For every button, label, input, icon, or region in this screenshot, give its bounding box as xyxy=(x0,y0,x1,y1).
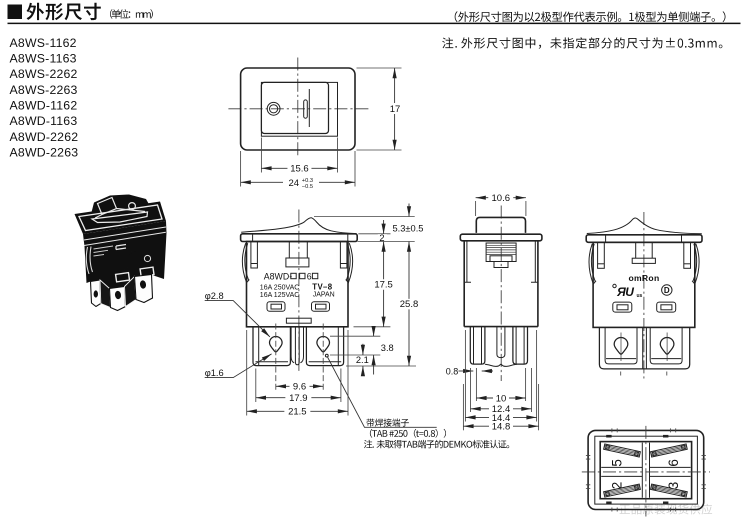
svg-text:−0.5: −0.5 xyxy=(302,184,313,190)
svg-text:A8WD-1163: A8WD-1163 xyxy=(10,114,78,128)
svg-text:9.6: 9.6 xyxy=(293,382,306,393)
svg-text:10: 10 xyxy=(496,393,507,404)
svg-text:omRon: omRon xyxy=(628,273,659,283)
svg-text:14.4: 14.4 xyxy=(492,413,511,424)
svg-text:17.5: 17.5 xyxy=(374,280,393,291)
svg-text:2.1: 2.1 xyxy=(356,355,369,365)
svg-text:16A 125VAC: 16A 125VAC xyxy=(260,292,300,299)
svg-text:17.9: 17.9 xyxy=(289,393,308,404)
svg-text:16A 250VAC: 16A 250VAC xyxy=(260,285,300,292)
svg-text:ЯU: ЯU xyxy=(616,285,634,299)
svg-text:A8WS-1163: A8WS-1163 xyxy=(10,51,77,65)
svg-text:24: 24 xyxy=(289,178,300,189)
svg-text:17: 17 xyxy=(390,104,401,115)
svg-text:φ1.6: φ1.6 xyxy=(205,368,224,378)
svg-text:2: 2 xyxy=(610,482,625,490)
svg-text:us: us xyxy=(637,293,643,299)
svg-text:3.8: 3.8 xyxy=(381,343,394,353)
svg-text:25.8: 25.8 xyxy=(400,299,419,310)
svg-text:14.8: 14.8 xyxy=(492,422,511,433)
svg-text:15.6: 15.6 xyxy=(290,164,309,175)
svg-text:6: 6 xyxy=(666,459,681,467)
svg-text:ЯU: ЯU xyxy=(116,263,130,274)
svg-text:D: D xyxy=(664,286,670,295)
svg-text:TV–8: TV–8 xyxy=(312,283,332,292)
svg-text:+0.3: +0.3 xyxy=(302,178,313,184)
svg-text:OMRON: OMRON xyxy=(122,248,148,258)
svg-text:A8WD-: A8WD- xyxy=(264,271,292,281)
svg-text:0.8: 0.8 xyxy=(446,366,459,376)
svg-text:A8WS-2262: A8WS-2262 xyxy=(10,67,78,81)
svg-text:5.3±0.5: 5.3±0.5 xyxy=(393,224,424,234)
svg-text:3: 3 xyxy=(666,482,681,490)
svg-text:A8WS-1162: A8WS-1162 xyxy=(10,36,77,50)
svg-text:A8WD-2263: A8WD-2263 xyxy=(10,146,79,160)
svg-text:12.4: 12.4 xyxy=(492,404,511,415)
svg-text:φ2.8: φ2.8 xyxy=(205,291,224,301)
svg-text:JAPAN: JAPAN xyxy=(313,292,335,299)
svg-text:21.5: 21.5 xyxy=(288,407,307,418)
svg-text:A8WD-2262: A8WD-2262 xyxy=(10,130,79,144)
svg-text:A8WS-2263: A8WS-2263 xyxy=(10,83,78,97)
svg-text:2: 2 xyxy=(379,233,384,243)
svg-text:5: 5 xyxy=(610,459,625,467)
svg-text:10.6: 10.6 xyxy=(492,193,511,204)
svg-text:A8WD-1162: A8WD-1162 xyxy=(10,99,78,113)
svg-text:6: 6 xyxy=(307,271,312,281)
